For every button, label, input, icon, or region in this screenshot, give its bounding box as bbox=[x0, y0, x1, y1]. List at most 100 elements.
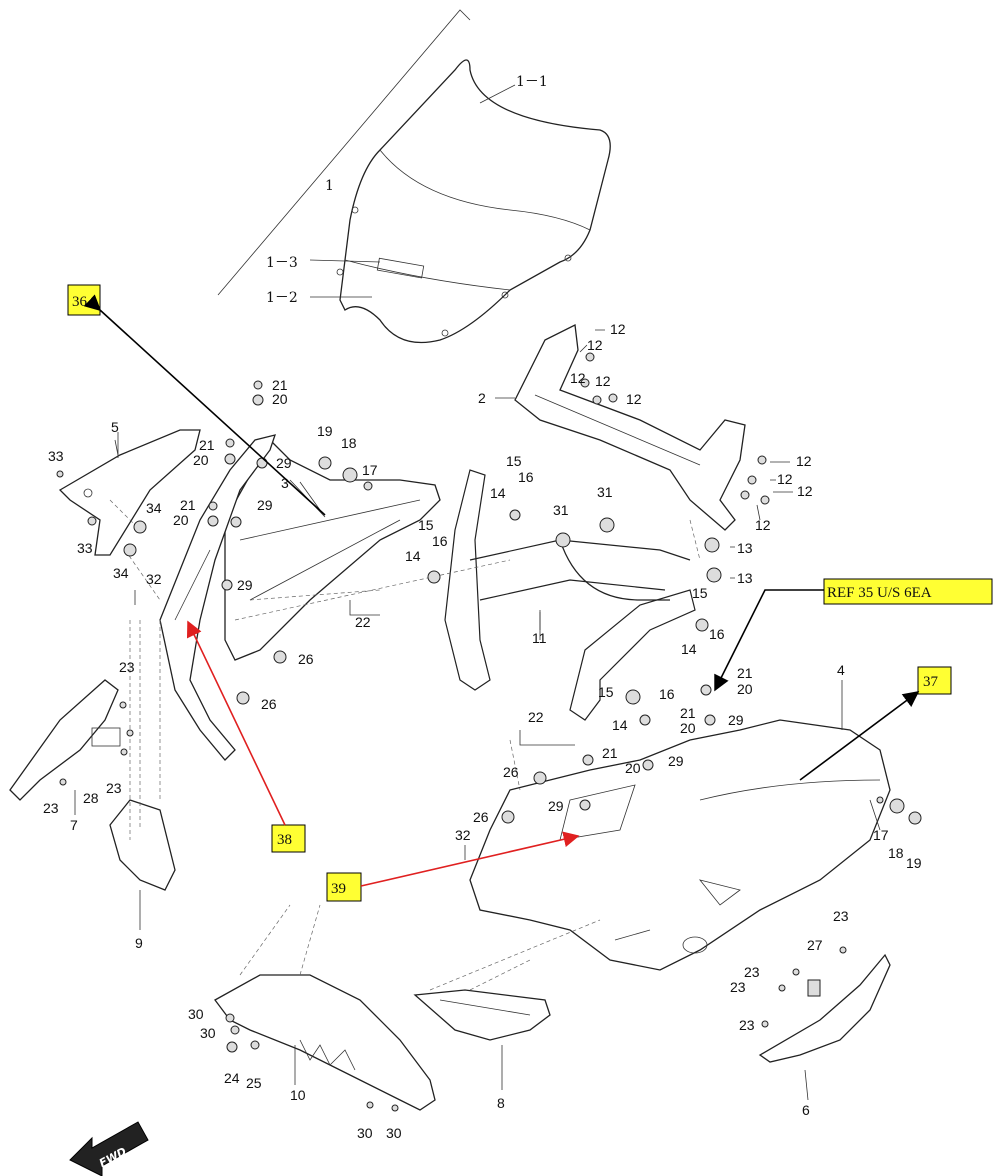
frame-stay-part bbox=[444, 469, 696, 721]
label-1: 1 bbox=[325, 178, 334, 194]
fasteners bbox=[56, 352, 922, 1112]
label-22: 22 bbox=[355, 614, 371, 630]
label-33: 33 bbox=[77, 540, 93, 556]
lower-center-part bbox=[413, 989, 551, 1041]
label-23: 23 bbox=[739, 1017, 755, 1033]
label-23: 23 bbox=[744, 964, 760, 980]
ref35-label: REF 35 U/S 6EA bbox=[827, 585, 932, 601]
label-13: 13 bbox=[737, 540, 753, 556]
label-22: 22 bbox=[528, 709, 544, 725]
label-12: 12 bbox=[595, 373, 611, 389]
label-12: 12 bbox=[796, 453, 812, 469]
callout-38-label: 38 bbox=[277, 832, 292, 848]
label-29: 29 bbox=[668, 753, 684, 769]
label-16: 16 bbox=[709, 626, 725, 642]
inner-panel-part bbox=[224, 438, 441, 661]
label-34: 34 bbox=[146, 500, 162, 516]
label-30: 30 bbox=[188, 1006, 204, 1022]
callout-36-label: 36 bbox=[72, 294, 88, 310]
part-number-labels: 1－1 1 1－3 1－2 2 3 4 5 6 7 8 9 10 11 12 1… bbox=[43, 74, 922, 1141]
label-21: 21 bbox=[199, 437, 215, 453]
callout-36: 36 bbox=[67, 284, 326, 516]
label-33: 33 bbox=[48, 448, 64, 464]
label-28: 28 bbox=[83, 790, 99, 806]
label-29: 29 bbox=[257, 497, 273, 513]
label-25: 25 bbox=[246, 1075, 262, 1091]
label-1-3: 1－3 bbox=[266, 255, 298, 271]
label-14: 14 bbox=[612, 717, 628, 733]
label-21: 21 bbox=[602, 745, 618, 761]
label-30: 30 bbox=[357, 1125, 373, 1141]
label-26: 26 bbox=[503, 764, 519, 780]
label-32: 32 bbox=[146, 571, 162, 587]
label-1-2: 1－2 bbox=[266, 290, 298, 306]
callout-37-label: 37 bbox=[923, 674, 939, 690]
label-32: 32 bbox=[455, 827, 471, 843]
right-lower-bracket-part bbox=[758, 953, 891, 1063]
label-12: 12 bbox=[610, 321, 626, 337]
label-20: 20 bbox=[272, 391, 288, 407]
label-5: 5 bbox=[111, 419, 119, 435]
label-30: 30 bbox=[200, 1025, 216, 1041]
label-9: 9 bbox=[135, 935, 143, 951]
label-18: 18 bbox=[341, 435, 357, 451]
label-20: 20 bbox=[193, 452, 209, 468]
label-16: 16 bbox=[432, 533, 448, 549]
label-26: 26 bbox=[298, 651, 314, 667]
callout-37: 37 bbox=[799, 666, 952, 781]
label-21: 21 bbox=[272, 377, 288, 393]
label-26: 26 bbox=[261, 696, 277, 712]
label-18: 18 bbox=[888, 845, 904, 861]
label-24: 24 bbox=[224, 1070, 240, 1086]
lower-cowl-part bbox=[469, 719, 891, 971]
windscreen-part bbox=[217, 9, 611, 344]
label-31: 31 bbox=[597, 484, 613, 500]
callout-39: 39 bbox=[326, 831, 580, 902]
label-15: 15 bbox=[692, 585, 708, 601]
label-12: 12 bbox=[587, 337, 603, 353]
label-21: 21 bbox=[680, 705, 696, 721]
label-16: 16 bbox=[659, 686, 675, 702]
label-15: 15 bbox=[418, 517, 434, 533]
label-14: 14 bbox=[405, 548, 421, 564]
label-23: 23 bbox=[43, 800, 59, 816]
label-4: 4 bbox=[837, 662, 845, 678]
label-8: 8 bbox=[497, 1095, 505, 1111]
label-21: 21 bbox=[737, 665, 753, 681]
label-3: 3 bbox=[281, 475, 289, 491]
label-20: 20 bbox=[680, 720, 696, 736]
label-30: 30 bbox=[386, 1125, 402, 1141]
label-15: 15 bbox=[598, 684, 614, 700]
label-17: 17 bbox=[362, 462, 378, 478]
label-29: 29 bbox=[237, 577, 253, 593]
under-cover-part bbox=[214, 974, 436, 1111]
label-29: 29 bbox=[728, 712, 744, 728]
label-2: 2 bbox=[478, 390, 486, 406]
label-20: 20 bbox=[737, 681, 753, 697]
label-11: 11 bbox=[532, 630, 547, 646]
label-12: 12 bbox=[777, 471, 793, 487]
callout-39-label: 39 bbox=[331, 881, 346, 897]
label-31: 31 bbox=[553, 502, 569, 518]
label-14: 14 bbox=[490, 485, 506, 501]
label-12: 12 bbox=[570, 370, 586, 386]
label-12: 12 bbox=[797, 483, 813, 499]
fwd-arrow: FWD bbox=[69, 1121, 149, 1176]
label-10: 10 bbox=[290, 1087, 306, 1103]
label-16: 16 bbox=[518, 469, 534, 485]
label-20: 20 bbox=[625, 760, 641, 776]
left-panel-part bbox=[159, 434, 276, 761]
label-23: 23 bbox=[730, 979, 746, 995]
label-1-1: 1－1 bbox=[516, 74, 548, 90]
label-26: 26 bbox=[473, 809, 489, 825]
label-20: 20 bbox=[173, 512, 189, 528]
label-12: 12 bbox=[626, 391, 642, 407]
callout-ref35: REF 35 U/S 6EA bbox=[714, 578, 993, 692]
label-7: 7 bbox=[70, 817, 78, 833]
label-12: 12 bbox=[755, 517, 771, 533]
label-13: 13 bbox=[737, 570, 753, 586]
label-34: 34 bbox=[113, 565, 129, 581]
label-19: 19 bbox=[317, 423, 333, 439]
label-15: 15 bbox=[506, 453, 522, 469]
